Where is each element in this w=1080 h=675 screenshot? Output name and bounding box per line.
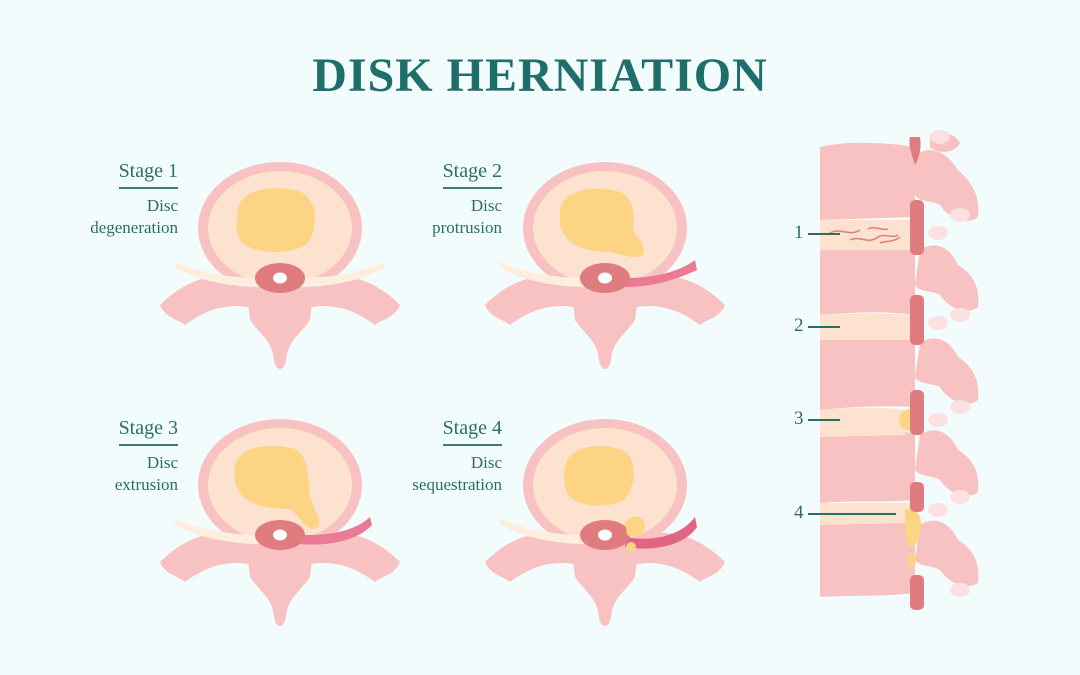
spine-leader-2 [808, 326, 840, 328]
disc-2-icon [820, 313, 921, 340]
stage-2-name: Stage 2 [442, 160, 502, 189]
stage-3-desc-line1: Disc [146, 453, 178, 472]
stage-1-desc-line2: degeneration [90, 218, 178, 237]
stage-2-label: Stage 2 Disc protrusion [400, 160, 502, 239]
spine-label-4: 4 [794, 502, 804, 523]
stage-1-desc-line1: Disc [146, 196, 178, 215]
stage-4-label: Stage 4 Disc sequestration [380, 417, 502, 496]
stage-4-name: Stage 4 [442, 417, 502, 446]
spine-leader-4 [808, 513, 896, 515]
spine-label-2: 2 [794, 315, 804, 336]
nerve-left-icon [175, 262, 260, 287]
disc-4-fragment-icon [904, 508, 922, 547]
stage-4-desc-line2: sequestration [412, 475, 502, 494]
stage-1-name: Stage 1 [118, 160, 178, 189]
stage-4-vertebra-illustration [485, 419, 725, 626]
disc-3-icon [820, 407, 905, 437]
stage-2-desc-line1: Disc [470, 196, 502, 215]
stage-2-desc-line2: protrusion [432, 218, 502, 237]
nucleus-bulge-icon [560, 188, 644, 258]
spine-leader-1 [808, 233, 840, 235]
stage-4-desc-line1: Disc [470, 453, 502, 472]
stage-1-vertebra-illustration [160, 162, 400, 369]
stage-1-label: Stage 1 Disc degeneration [60, 160, 178, 239]
nerve-right-icon [300, 262, 385, 287]
stage-2-vertebra-illustration [485, 162, 725, 369]
spine-lateral-illustration [820, 130, 979, 610]
stage-3-label: Stage 3 Disc extrusion [60, 417, 178, 496]
stage-3-vertebra-illustration [160, 419, 400, 626]
sequestered-fragment-icon [625, 516, 645, 537]
compressed-nerve-icon [625, 260, 697, 287]
disc-1-icon [820, 220, 919, 250]
stage-3-desc-line2: extrusion [114, 475, 178, 494]
stage-3-name: Stage 3 [118, 417, 178, 446]
spine-label-1: 1 [794, 222, 804, 243]
spine-label-3: 3 [794, 408, 804, 429]
spine-leader-3 [808, 419, 840, 421]
nucleus-icon [236, 188, 315, 252]
page-title: DISK HERNIATION [312, 49, 768, 102]
